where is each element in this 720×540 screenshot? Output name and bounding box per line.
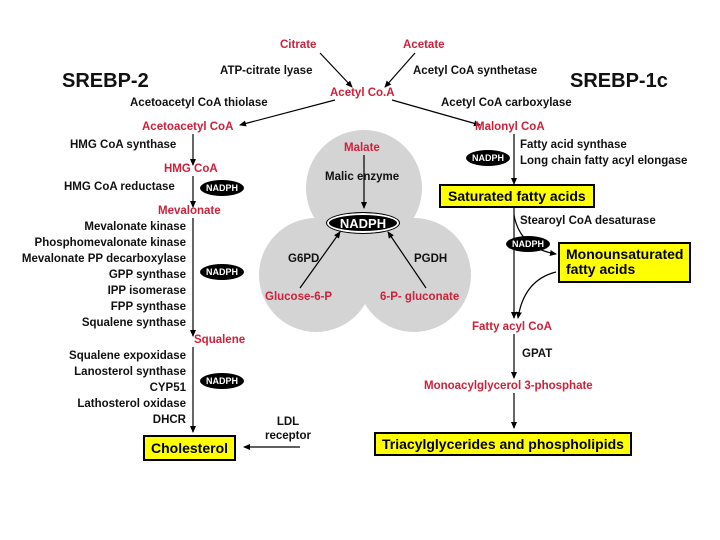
arrow-to-acetoacetyl bbox=[239, 99, 336, 127]
enzyme-desaturase: Stearoyl CoA desaturase bbox=[520, 215, 656, 227]
enzyme-mevalonate-kinase: Mevalonate kinase bbox=[84, 221, 186, 233]
arrow-mono-acyl bbox=[515, 271, 557, 319]
box-monounsaturated: Monounsaturated fatty acids bbox=[558, 242, 692, 283]
label-acetyl-coa: Acetyl Co.A bbox=[330, 87, 395, 99]
nadph-badge-fas: NADPH bbox=[466, 150, 510, 166]
enzyme-acetyl-coa-synthetase: Acetyl CoA synthetase bbox=[413, 65, 538, 77]
nadph-badge-desaturase: NADPH bbox=[506, 236, 550, 252]
enzyme-acetyl-coa-carboxylase: Acetyl CoA carboxylase bbox=[441, 97, 572, 109]
enzyme-fpp-synthase: FPP synthase bbox=[110, 301, 186, 313]
circle-left bbox=[259, 218, 373, 332]
label-malonyl-coa: Malonyl CoA bbox=[475, 121, 545, 133]
arrow-acetate bbox=[384, 52, 416, 88]
arrow-citrate bbox=[319, 52, 353, 88]
enzyme-dhcr: DHCR bbox=[152, 414, 186, 426]
enzyme-phosphomevalonate-kinase: Phosphomevalonate kinase bbox=[34, 237, 186, 249]
label-squalene: Squalene bbox=[194, 334, 246, 346]
enzyme-malic: Malic enzyme bbox=[325, 171, 400, 183]
enzyme-gpp-synthase: GPP synthase bbox=[108, 269, 186, 281]
group-srebp1c: SREBP-1c bbox=[570, 70, 668, 92]
enzyme-acetoacetyl-thiolase: Acetoacetyl CoA thiolase bbox=[130, 97, 268, 109]
nadph-badge-gpp: NADPH bbox=[200, 264, 244, 280]
enzyme-fatty-acid-synthase: Fatty acid synthase bbox=[520, 139, 627, 151]
label-fatty-acyl-coa: Fatty acyl CoA bbox=[472, 321, 552, 333]
label-mevalonate: Mevalonate bbox=[158, 205, 221, 217]
enzyme-hmg-reductase: HMG CoA reductase bbox=[64, 181, 175, 193]
group-srebp2: SREBP-2 bbox=[62, 70, 149, 92]
enzyme-elongase: Long chain fatty acyl elongase bbox=[520, 155, 688, 167]
mono-line-2: fatty acids bbox=[566, 261, 636, 278]
enzyme-pgdh: PGDH bbox=[414, 253, 448, 265]
enzyme-mevalonate-pp-decarboxylase: Mevalonate PP decarboxylase bbox=[21, 253, 186, 265]
enzyme-squalene-synthase: Squalene synthase bbox=[81, 317, 186, 329]
arrow-glucose-nadph bbox=[299, 231, 341, 289]
label-6-p-gluconate: 6-P- gluconate bbox=[380, 291, 460, 303]
enzyme-ipp-isomerase: IPP isomerase bbox=[107, 285, 186, 297]
nadph-central: NADPH bbox=[326, 212, 400, 234]
label-acetoacetyl-coa: Acetoacetyl CoA bbox=[142, 121, 234, 133]
box-cholesterol: Cholesterol bbox=[143, 435, 237, 461]
label-ldl: LDL bbox=[276, 416, 300, 428]
enzyme-squalene-expoxidase: Squalene expoxidase bbox=[69, 350, 186, 362]
label-citrate: Citrate bbox=[280, 39, 317, 51]
enzyme-atp-citrate-lyase: ATP-citrate lyase bbox=[220, 65, 313, 77]
arrows bbox=[190, 52, 557, 450]
label-receptor: receptor bbox=[264, 430, 312, 442]
nadph-badge-cyp51: NADPH bbox=[200, 373, 244, 389]
box-triacylglycerides: Triacylglycerides and phospholipids bbox=[374, 432, 632, 456]
enzyme-cyp51: CYP51 bbox=[149, 382, 186, 394]
arrow-gluconate-nadph bbox=[387, 231, 427, 289]
label-acetate: Acetate bbox=[403, 39, 445, 51]
label-monoacylglycerol: Monoacylglycerol 3-phosphate bbox=[424, 380, 593, 392]
circle-right bbox=[357, 218, 471, 332]
enzyme-hmg-synthase: HMG CoA synthase bbox=[70, 139, 177, 151]
enzyme-gpat: GPAT bbox=[522, 348, 553, 360]
box-saturated-fatty-acids: Saturated fatty acids bbox=[439, 184, 595, 208]
label-malate: Malate bbox=[344, 142, 380, 154]
label-glucose-6-p: Glucose-6-P bbox=[265, 291, 333, 303]
arrow-to-malonyl bbox=[391, 99, 481, 127]
nadph-badge-hmg: NADPH bbox=[200, 180, 244, 196]
enzyme-lanosterol-synthase: Lanosterol synthase bbox=[74, 366, 186, 378]
label-hmg-coa: HMG CoA bbox=[164, 163, 218, 175]
mono-line-1: Monounsaturated bbox=[566, 246, 684, 262]
enzyme-lathosterol-oxidase: Lathosterol oxidase bbox=[77, 398, 186, 410]
enzyme-g6pd: G6PD bbox=[288, 253, 320, 265]
